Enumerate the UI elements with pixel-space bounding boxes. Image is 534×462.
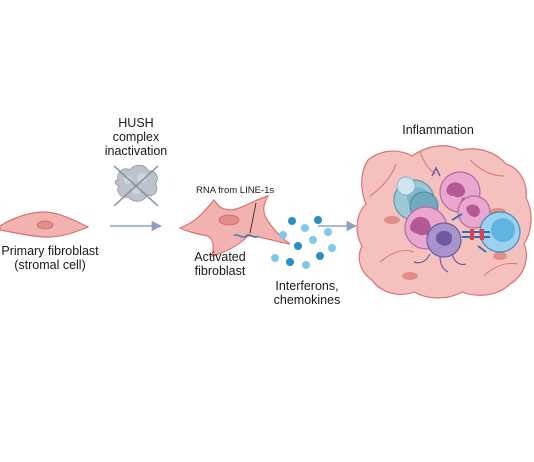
- primary-fibroblast-line-2: (stromal cell): [14, 258, 86, 272]
- rna-from-line1-label: RNA from LINE-1s: [196, 185, 275, 196]
- primary-fibroblast-label: Primary fibroblast (stromal cell): [0, 244, 112, 272]
- hush-label: HUSH complex inactivation: [84, 116, 188, 158]
- inflammation-tissue: [356, 145, 532, 299]
- primary-fibroblast-line-1: Primary fibroblast: [1, 244, 99, 258]
- immune-cell: [413, 222, 467, 273]
- hush-line-3: inactivation: [104, 144, 168, 158]
- immune-cell: [479, 211, 521, 253]
- hush-line-2: complex: [112, 130, 160, 144]
- activated-fibroblast-line-1: Activated: [194, 250, 246, 264]
- interferons-line-2: chemokines: [273, 293, 341, 307]
- activated-fibroblast-cell: [178, 195, 291, 257]
- interferon-chemokine-molecules: [271, 216, 336, 269]
- immune-cell: [396, 176, 416, 196]
- interferons-line-1: Interferons,: [275, 279, 339, 293]
- hush-line-1: HUSH: [118, 116, 154, 130]
- activated-fibroblast-line-2: fibroblast: [194, 264, 246, 278]
- activated-fibroblast-label: Activated fibroblast: [180, 250, 260, 278]
- receptor-markers: [431, 166, 490, 253]
- interferons-label: Interferons, chemokines: [262, 279, 352, 307]
- inflammation-label: Inflammation: [402, 123, 474, 137]
- immune-cell: [457, 195, 491, 229]
- hush-complex-crossed-out-icon: [113, 164, 159, 207]
- primary-fibroblast-cell: [0, 211, 90, 238]
